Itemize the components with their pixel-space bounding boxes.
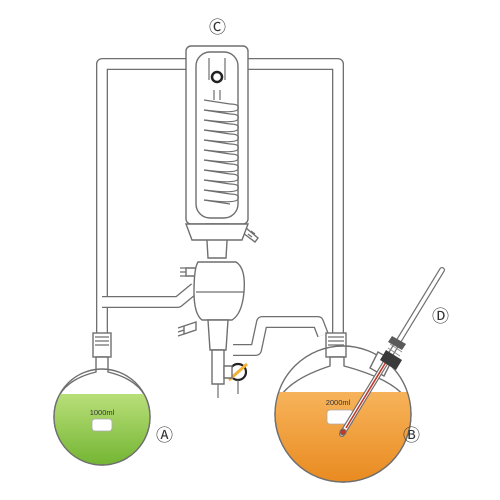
- reservoir-body: [177, 261, 246, 398]
- label-b-right-flask: Ⓑ: [403, 426, 420, 446]
- thermometer-mercury: [345, 361, 387, 429]
- flask-a-liquid: [54, 394, 150, 465]
- stopcock: [223, 362, 248, 394]
- label-a-left-flask: Ⓐ: [156, 426, 173, 446]
- thermometer-bulb-icon: [339, 428, 347, 436]
- flask-a-volume-label-box: [91, 418, 113, 432]
- flask-b-volume-label: 2000ml: [326, 398, 351, 407]
- boiling-flask-b: 2000ml: [274, 332, 412, 483]
- receiving-flask-a: 1000ml: [53, 332, 151, 466]
- flask-a-volume-label: 1000ml: [90, 408, 115, 417]
- label-c-condenser: Ⓒ: [209, 18, 226, 38]
- thermometer: [339, 267, 445, 437]
- label-d-thermometer: Ⓓ: [432, 307, 449, 327]
- thermometer-adapter-nut: [380, 350, 402, 370]
- flask-b-liquid: [275, 392, 411, 482]
- reflux-condenser: [184, 45, 259, 259]
- condenser-inlet-knob-icon: [210, 70, 224, 84]
- vapor-tubing: [96, 58, 344, 356]
